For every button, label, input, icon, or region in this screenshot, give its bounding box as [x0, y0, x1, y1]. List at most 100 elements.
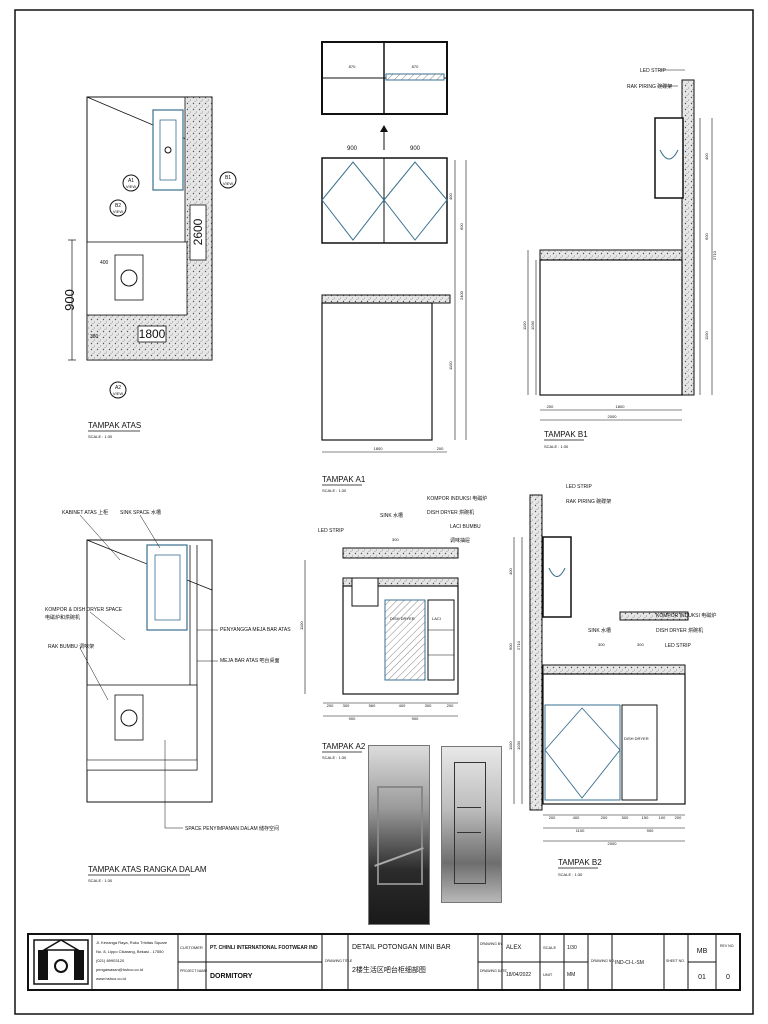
svg-text:pengawasan@hshco.co.id: pengawasan@hshco.co.id: [96, 967, 143, 972]
b2-rak: RAK PIRING 碗碟架: [566, 498, 611, 505]
b2-dish-inner: DISH DRYER: [624, 736, 649, 741]
cabinet-photo-1: [368, 745, 430, 925]
frame-kompor: KOMPOR & DISH DRYER SPACE: [45, 607, 123, 613]
a2-dish: DISH DRYER 烘碗机: [427, 509, 474, 516]
svg-text:1100: 1100: [299, 621, 304, 630]
tb-drawing-title-cn: 2楼生活区吧台柜细部图: [352, 965, 426, 974]
frame-penyangga: PENYANGGA MEJA BAR ATAS: [220, 627, 291, 633]
svg-text:1100: 1100: [704, 331, 709, 340]
tb-drawing-no: IND-CI-L-SM: [615, 960, 644, 966]
svg-text:1100: 1100: [576, 828, 585, 833]
a1-dim-200: 200: [437, 446, 444, 451]
frame-space: SPACE PENYIMPANAN DALAM 储存空间: [185, 825, 279, 832]
svg-text:150: 150: [642, 815, 649, 820]
plan-top-scale: SCALE : 1:30: [88, 434, 113, 439]
b2-title: TAMPAK B2: [558, 858, 602, 867]
svg-text:(021) 89903120: (021) 89903120: [96, 958, 125, 963]
frame-title: TAMPAK ATAS RANGKA DALAM: [88, 865, 207, 874]
svg-text:B2: B2: [115, 203, 121, 209]
a2-laci-cn: 调味抽屉: [450, 537, 470, 544]
elev-b2: LED STRIP RAK PIRING 碗碟架 KOMPOR INDUKSI …: [508, 484, 716, 877]
svg-text:CUSTOMER: CUSTOMER: [180, 945, 203, 950]
svg-text:900: 900: [647, 828, 654, 833]
a1-dim-1800: 1800: [374, 446, 384, 451]
svg-text:900: 900: [412, 716, 419, 721]
a1-scale: SCALE : 1:30: [322, 488, 347, 493]
svg-text:1100: 1100: [508, 741, 513, 750]
svg-text:VIEW: VIEW: [113, 209, 123, 214]
tb-drawing-title: DETAIL POTONGAN MINI BAR: [352, 944, 451, 951]
svg-text:www.hshco.co.id: www.hshco.co.id: [96, 976, 126, 981]
marker-a1: A1 VIEW: [122, 174, 140, 192]
tb-sheet-no: 01: [698, 974, 706, 981]
a1-title: TAMPAK A1: [322, 475, 366, 484]
svg-text:1100: 1100: [522, 321, 527, 330]
tb-drawing-date: 18/04/2022: [506, 972, 531, 978]
svg-text:300: 300: [343, 703, 350, 708]
a1-dim-400: 400: [448, 193, 453, 200]
elev-b1: LED STRIP RAK PIRING 碗碟架 400 600 1100 27…: [522, 68, 717, 449]
svg-text:400: 400: [399, 703, 406, 708]
tb-rev: 0: [726, 974, 730, 981]
svg-text:SHEET NO.: SHEET NO.: [666, 959, 685, 963]
a2-led: LED STRIP: [318, 528, 345, 534]
a2-kompor: KOMPOR INDUKSI 电磁炉: [427, 495, 487, 502]
svg-text:B1: B1: [225, 175, 231, 181]
a2-dish-inner: DISH DRYER: [390, 616, 415, 621]
marker-b1: B1 VIEW: [219, 171, 237, 189]
svg-text:No. 8, Lippo Cikarang, Bekasi: No. 8, Lippo Cikarang, Bekasi - 17550: [96, 949, 164, 954]
svg-text:1800: 1800: [616, 404, 626, 409]
svg-text:1030: 1030: [530, 320, 535, 330]
svg-text:200: 200: [547, 404, 554, 409]
a1-top-right: 870: [412, 64, 419, 69]
svg-text:500: 500: [622, 815, 629, 820]
svg-text:2710: 2710: [516, 640, 521, 650]
a1-dim-1100: 1100: [448, 361, 453, 370]
svg-text:SCALE: SCALE: [543, 945, 556, 950]
a1-front-right: 900: [410, 146, 421, 152]
a2-box: 300: [392, 537, 399, 542]
frame-scale: SCALE : 1:30: [88, 878, 113, 883]
b1-scale: SCALE : 1:30: [544, 444, 569, 449]
marker-b2: B2 VIEW: [109, 199, 127, 217]
svg-text:100: 100: [659, 815, 666, 820]
svg-text:DRAWING DATE: DRAWING DATE: [480, 969, 507, 973]
svg-text:REV NO.: REV NO.: [720, 944, 734, 948]
b2-led: LED STRIP: [665, 643, 692, 649]
b2-box-mid: 300: [637, 642, 644, 647]
a2-scale: SCALE : 1:30: [322, 755, 347, 760]
b1-title: TAMPAK B1: [544, 430, 588, 439]
svg-text:2710: 2710: [712, 250, 717, 260]
svg-text:200: 200: [327, 703, 334, 708]
svg-text:2000: 2000: [608, 841, 618, 846]
plan-top-dim-2600: 2600: [191, 218, 205, 245]
marker-a2: A2 VIEW: [109, 381, 127, 399]
cabinet-photo-2: [441, 746, 502, 903]
svg-text:2000: 2000: [608, 414, 618, 419]
svg-text:DRAWING TITLE: DRAWING TITLE: [325, 959, 353, 963]
frame-rak: RAK BUMBU 调味架: [48, 643, 94, 650]
svg-text:A1: A1: [128, 178, 134, 184]
frame-kompor-cn: 电磁炉和烘碗机: [45, 614, 80, 621]
plan-top: 900 2600 1800 400 380 A1 VIEW B1 VIEW B2…: [62, 96, 237, 439]
svg-text:VIEW: VIEW: [126, 184, 136, 189]
svg-text:1030: 1030: [516, 740, 521, 750]
tb-unit: MM: [567, 972, 575, 978]
frame-sink: SINK SPACE 水槽: [120, 509, 161, 516]
svg-text:400: 400: [508, 568, 513, 575]
tb-sheet-code: MB: [697, 948, 708, 955]
a1-dim-2400: 2400: [459, 290, 464, 300]
svg-text:PROJECT NAME: PROJECT NAME: [180, 969, 208, 973]
svg-text:900: 900: [349, 716, 356, 721]
sheet-border: [14, 9, 754, 1015]
b2-led-top: LED STRIP: [566, 484, 593, 490]
elev-a2: KOMPOR INDUKSI 电磁炉 SINK 水槽 DISH DRYER 烘碗…: [299, 495, 487, 760]
a1-front-left: 900: [347, 146, 358, 152]
a2-title: TAMPAK A2: [322, 742, 366, 751]
a2-sink: SINK 水槽: [380, 512, 403, 519]
plan-top-dim-380: 380: [90, 334, 99, 340]
title-block: Jl. Kenanga Raya, Ruko Trinitas Square N…: [27, 933, 741, 991]
svg-text:400: 400: [704, 153, 709, 160]
svg-text:UNIT: UNIT: [543, 972, 553, 977]
